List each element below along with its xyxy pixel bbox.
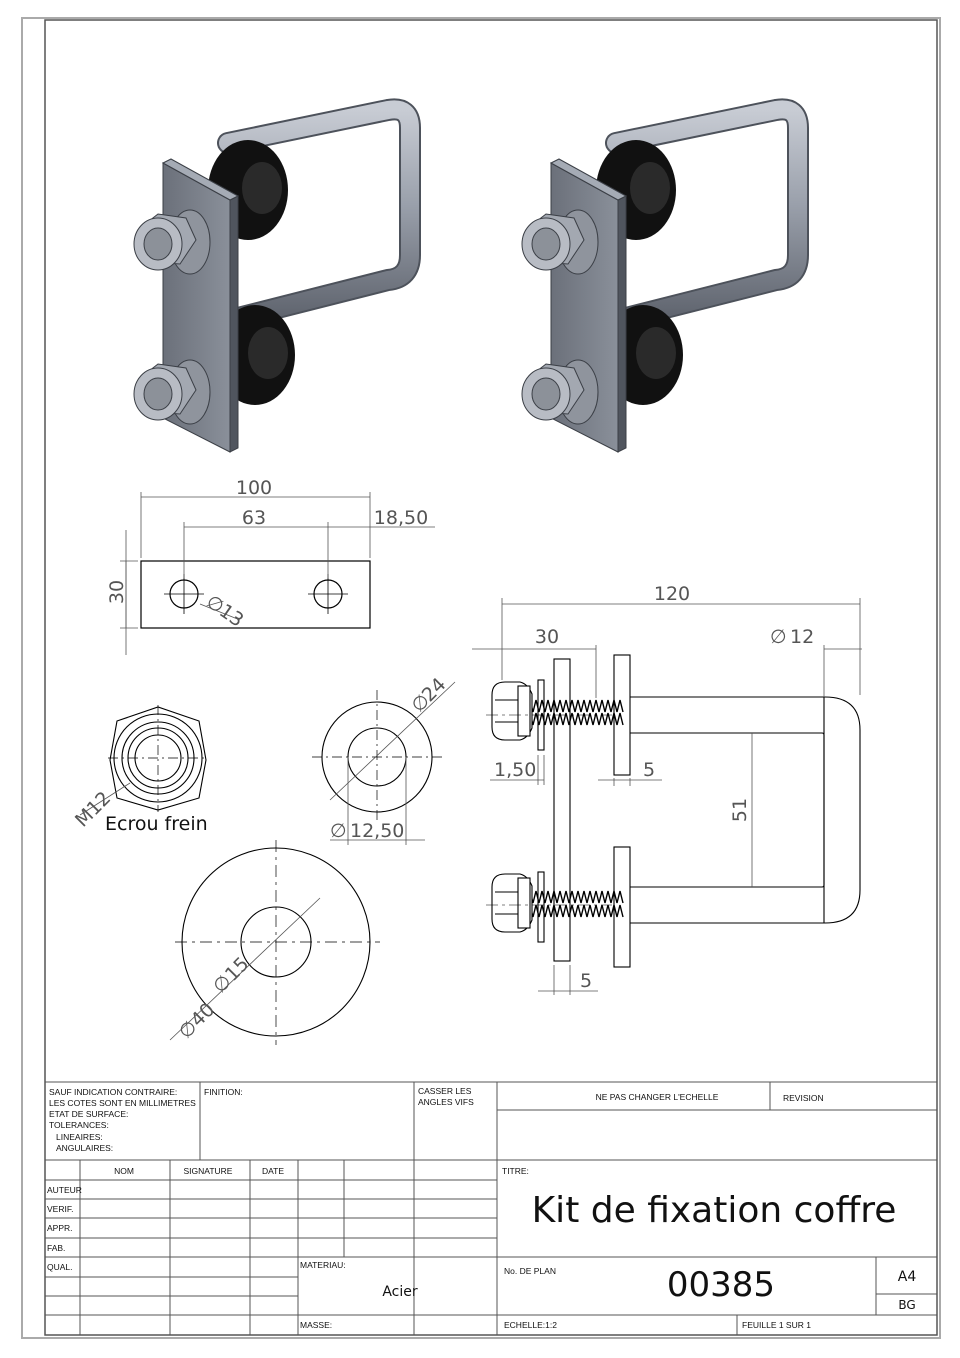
row-label-appr: APPR. [47, 1223, 73, 1233]
scale-value: ECHELLE:1:2 [504, 1320, 557, 1330]
dim-plate-hole-spacing: 63 [242, 507, 266, 529]
dim-plate-length: 100 [236, 477, 272, 499]
note-line-3: ETAT DE SURFACE: [49, 1109, 128, 1119]
dim-plate-edge-offset: 18,50 [374, 507, 428, 529]
casser-label-1: CASSER LES [418, 1086, 472, 1096]
outer-frame [21, 17, 941, 1339]
drawing-title: Kit de fixation coffre [532, 1190, 897, 1231]
ubolt-nuts [491, 681, 533, 933]
scale-note: NE PAS CHANGER L'ECHELLE [596, 1092, 719, 1102]
diameter-symbol: ∅ [770, 626, 787, 648]
nut-view [79, 705, 208, 816]
title-block [44, 1081, 938, 1336]
note-line-1: SAUF INDICATION CONTRAIRE: [49, 1087, 177, 1097]
dim-washer-thickness: 1,50 [494, 759, 536, 781]
sheet-value: FEUILLE 1 SUR 1 [742, 1320, 811, 1330]
iso-view-left [134, 109, 410, 452]
dim-ubolt-length: 120 [654, 583, 690, 605]
plate-dimensions [120, 492, 435, 655]
nut-label: Ecrou frein [105, 813, 208, 835]
row-label-auteur: AUTEUR [47, 1185, 82, 1195]
plan-label: No. DE PLAN [504, 1266, 556, 1276]
col-header-signature: SIGNATURE [184, 1166, 233, 1176]
note-line-4: TOLERANCES: [49, 1120, 109, 1130]
note-line-5: LINEAIRES: [56, 1132, 103, 1142]
ubolt-dimensions [472, 598, 862, 995]
format-value: A4 [898, 1269, 917, 1285]
diameter-symbol: ∅ [330, 820, 347, 842]
dim-pad-thickness: 5 [643, 759, 655, 781]
materiau-label: MATERIAU: [300, 1260, 346, 1270]
casser-label-2: ANGLES VIFS [418, 1097, 474, 1107]
plan-number: 00385 [667, 1265, 775, 1305]
dim-washer-inner: 12,50 [350, 820, 404, 842]
finition-label: FINITION: [204, 1087, 243, 1097]
big-washer-view [169, 840, 380, 1045]
revision-label: REVISION [783, 1093, 824, 1103]
plate-view [140, 560, 371, 629]
ubolt-side-view [537, 654, 861, 968]
titre-label: TITRE: [502, 1166, 529, 1176]
col-header-nom: NOM [114, 1166, 134, 1176]
dim-plate-thickness: 5 [580, 970, 592, 992]
ubolt-centerlines [486, 714, 612, 906]
material-value: Acier [382, 1284, 418, 1300]
revision-code: BG [898, 1298, 915, 1312]
row-label-fab: FAB. [47, 1243, 65, 1253]
dim-ubolt-thread: 30 [535, 626, 559, 648]
row-label-qual: QUAL. [47, 1262, 73, 1272]
iso-view-right [522, 109, 798, 452]
dim-plate-height: 30 [106, 580, 128, 604]
col-header-date: DATE [262, 1166, 284, 1176]
note-line-6: ANGULAIRES: [56, 1143, 113, 1153]
row-label-verif: VERIF. [47, 1204, 73, 1214]
dim-ubolt-rod: 12 [790, 626, 814, 648]
masse-label: MASSE: [300, 1320, 332, 1330]
note-line-2: LES COTES SONT EN MILLIMETRES [49, 1098, 196, 1108]
dim-ubolt-width: 51 [729, 798, 751, 822]
washer-dimensions [329, 681, 456, 845]
